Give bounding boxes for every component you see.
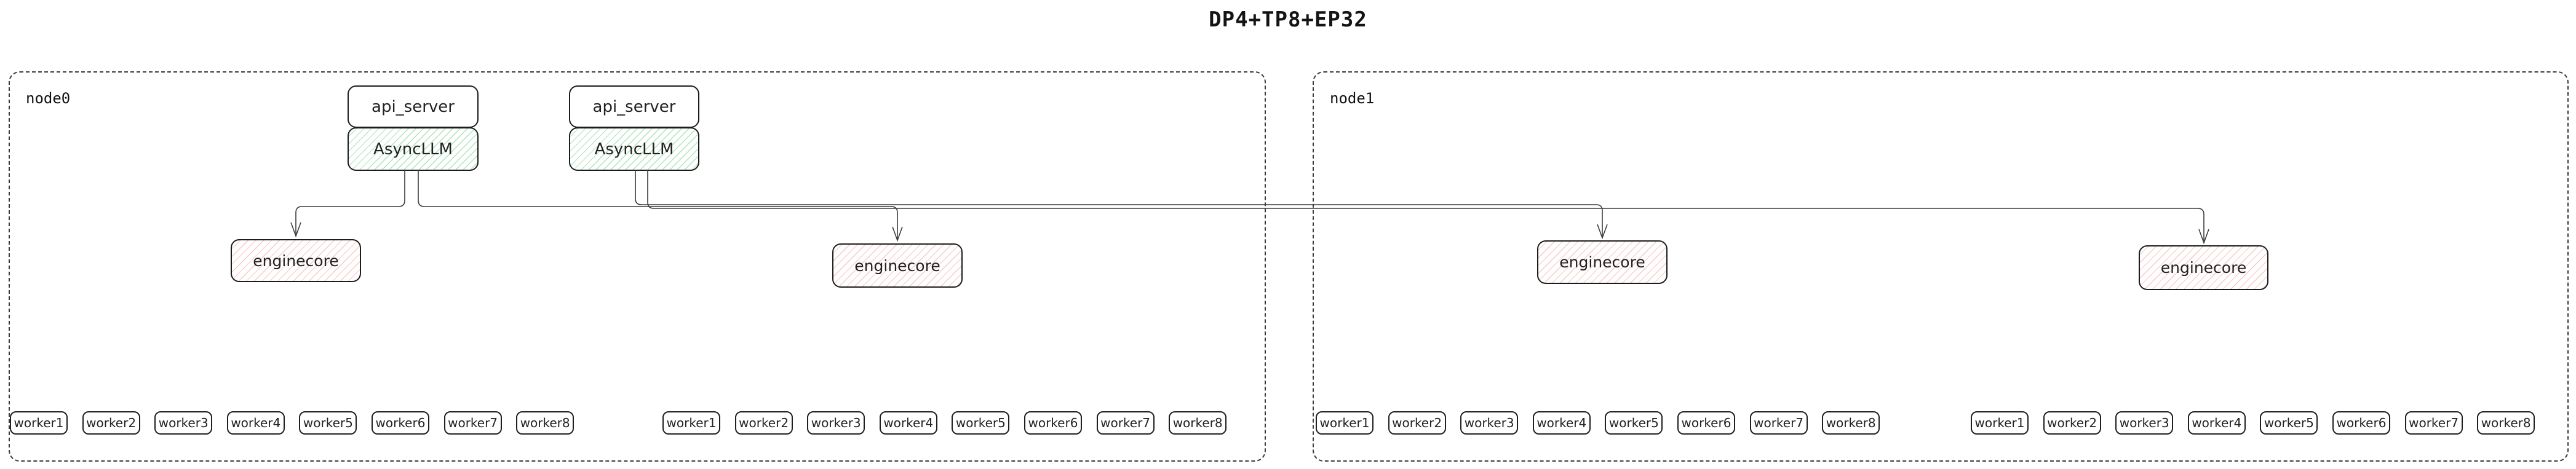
worker-box: worker7 — [443, 411, 502, 435]
asyncllm-box-1: AsyncLLM — [348, 127, 479, 171]
worker-box: worker3 — [1460, 411, 1519, 435]
worker-group-node0-2: worker1 worker2 worker3 worker4 worker5 … — [662, 411, 1227, 435]
enginecore-box-node1-2: enginecore — [2139, 245, 2268, 290]
worker-box: worker3 — [2115, 411, 2174, 435]
worker-box: worker8 — [1822, 411, 1880, 435]
api-server-box-1: api_server — [348, 85, 479, 128]
worker-box: worker7 — [2404, 411, 2463, 435]
api-server-box-2: api_server — [569, 85, 699, 128]
worker-box: worker8 — [1169, 411, 1227, 435]
node1-label: node1 — [1330, 90, 1375, 107]
worker-box: worker4 — [879, 411, 937, 435]
node0-label: node0 — [26, 90, 71, 107]
worker-group-node1-2: worker1 worker2 worker3 worker4 worker5 … — [1971, 411, 2535, 435]
node0-container: node0 — [9, 71, 1266, 462]
worker-box: worker1 — [662, 411, 720, 435]
diagram-title: DP4+TP8+EP32 — [1209, 7, 1367, 32]
worker-box: worker4 — [2187, 411, 2246, 435]
worker-box: worker2 — [2043, 411, 2101, 435]
worker-box: worker7 — [1749, 411, 1808, 435]
worker-box: worker5 — [1605, 411, 1663, 435]
worker-box: worker6 — [1677, 411, 1735, 435]
worker-box: worker1 — [1971, 411, 2029, 435]
asyncllm-box-2: AsyncLLM — [569, 127, 699, 171]
worker-box: worker5 — [2260, 411, 2318, 435]
enginecore-box-node0-2: enginecore — [832, 243, 963, 288]
worker-box: worker8 — [2477, 411, 2535, 435]
worker-box: worker2 — [82, 411, 140, 435]
worker-box: worker6 — [1024, 411, 1082, 435]
worker-box: worker6 — [2332, 411, 2390, 435]
enginecore-box-node1-1: enginecore — [1537, 240, 1668, 284]
worker-group-node1-1: worker1 worker2 worker3 worker4 worker5 … — [1316, 411, 1880, 435]
worker-box: worker8 — [516, 411, 574, 435]
worker-box: worker2 — [1388, 411, 1446, 435]
worker-box: worker6 — [371, 411, 429, 435]
worker-box: worker5 — [952, 411, 1010, 435]
worker-box: worker5 — [299, 411, 357, 435]
worker-box: worker3 — [154, 411, 213, 435]
worker-box: worker3 — [807, 411, 865, 435]
enginecore-box-node0-1: enginecore — [231, 239, 361, 282]
worker-box: worker4 — [1532, 411, 1591, 435]
worker-box: worker1 — [1316, 411, 1373, 435]
worker-box: worker4 — [226, 411, 285, 435]
worker-box: worker2 — [734, 411, 793, 435]
worker-group-node0-1: worker1 worker2 worker3 worker4 worker5 … — [10, 411, 574, 435]
node1-container: node1 — [1313, 71, 2569, 462]
worker-box: worker7 — [1096, 411, 1155, 435]
worker-box: worker1 — [10, 411, 68, 435]
